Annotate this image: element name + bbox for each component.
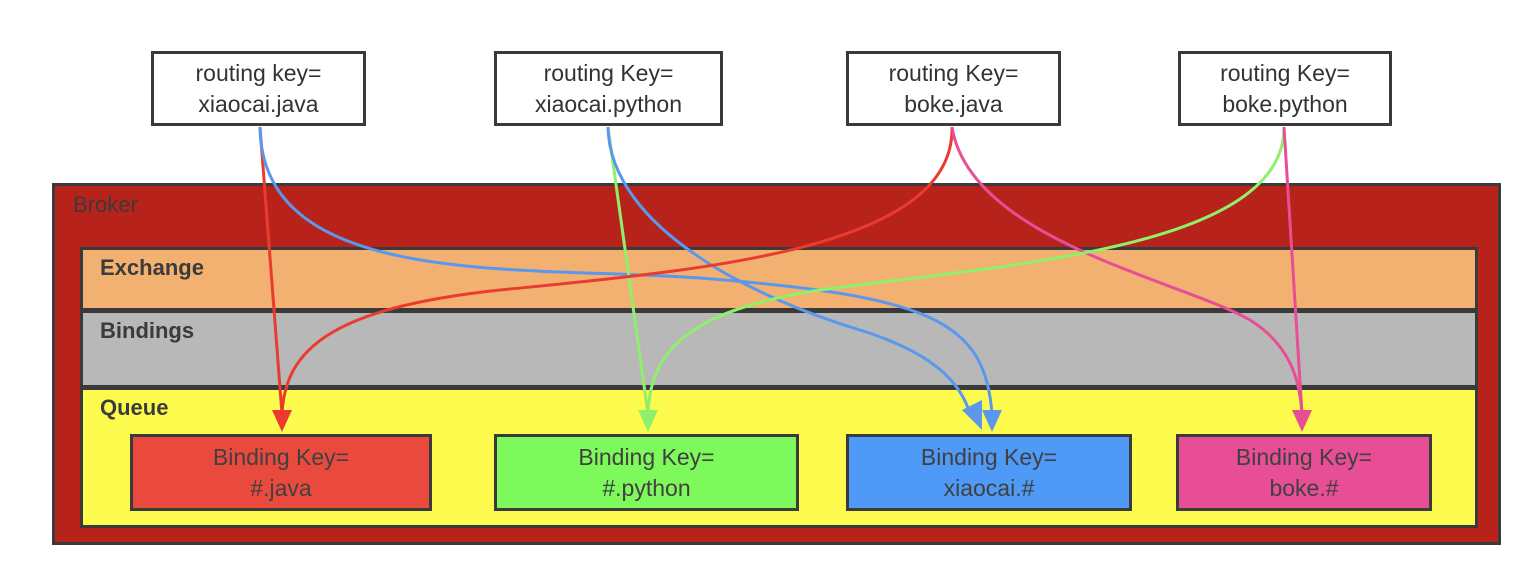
binding-key-value: boke.# — [1269, 474, 1339, 501]
exchange-label: Exchange — [100, 255, 204, 280]
routing-key-value: xiaocai.java — [198, 90, 319, 117]
routing-key-label: routing Key= — [888, 59, 1019, 86]
binding-key-box-python: Binding Key= #.python — [494, 434, 799, 511]
queue-label: Queue — [100, 395, 169, 420]
bindings-band: Bindings — [80, 310, 1478, 388]
bindings-label: Bindings — [100, 318, 195, 343]
routing-key-box-xiaocai-python: routing Key= xiaocai.python — [494, 51, 723, 126]
broker-label: Broker — [73, 192, 138, 217]
binding-key-box-java: Binding Key= #.java — [130, 434, 432, 511]
binding-key-value: #.python — [602, 474, 691, 501]
binding-key-value: #.java — [250, 474, 312, 501]
routing-key-label: routing key= — [195, 59, 322, 86]
routing-key-value: xiaocai.python — [534, 90, 683, 117]
routing-key-box-boke-python: routing Key= boke.python — [1178, 51, 1392, 126]
binding-key-box-xiaocai: Binding Key= xiaocai.# — [846, 434, 1132, 511]
routing-key-box-boke-java: routing Key= boke.java — [846, 51, 1061, 126]
binding-key-label: Binding Key= — [1235, 443, 1373, 470]
binding-key-label: Binding Key= — [920, 443, 1058, 470]
binding-key-label: Binding Key= — [212, 443, 350, 470]
binding-key-box-boke: Binding Key= boke.# — [1176, 434, 1432, 511]
routing-key-label: routing Key= — [1220, 59, 1350, 86]
routing-key-box-xiaocai-java: routing key= xiaocai.java — [151, 51, 366, 126]
routing-key-value: boke.java — [904, 90, 1003, 117]
routing-key-value: boke.python — [1222, 90, 1348, 117]
exchange-band: Exchange — [80, 247, 1478, 311]
binding-key-value: xiaocai.# — [943, 474, 1035, 501]
binding-key-label: Binding Key= — [578, 443, 715, 470]
routing-key-label: routing Key= — [543, 59, 674, 86]
